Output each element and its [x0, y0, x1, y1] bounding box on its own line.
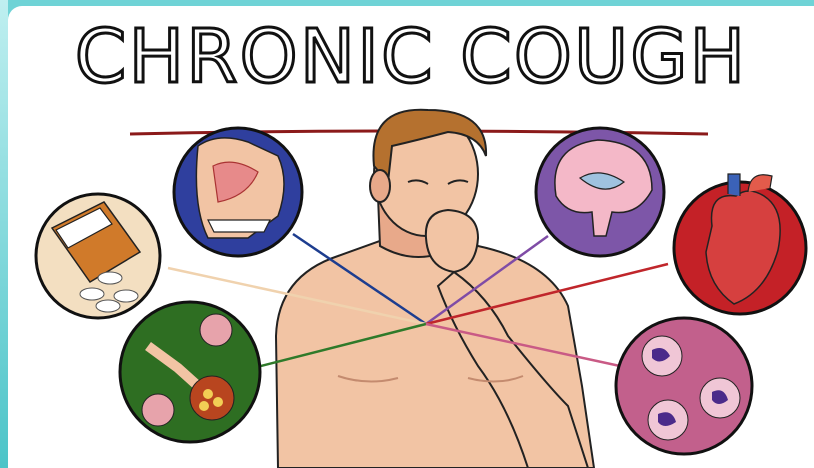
nasal-sinus-circle	[174, 128, 302, 256]
brain-circle	[536, 128, 664, 256]
lungs-circle	[120, 302, 260, 442]
pill-bottle-circle	[36, 194, 160, 318]
blood-cells-circle	[616, 318, 752, 454]
heart-circle	[674, 174, 806, 314]
illustration	[8, 6, 814, 468]
teal-edge	[0, 0, 8, 468]
image-frame: CHRONIC COUGH	[8, 6, 814, 468]
